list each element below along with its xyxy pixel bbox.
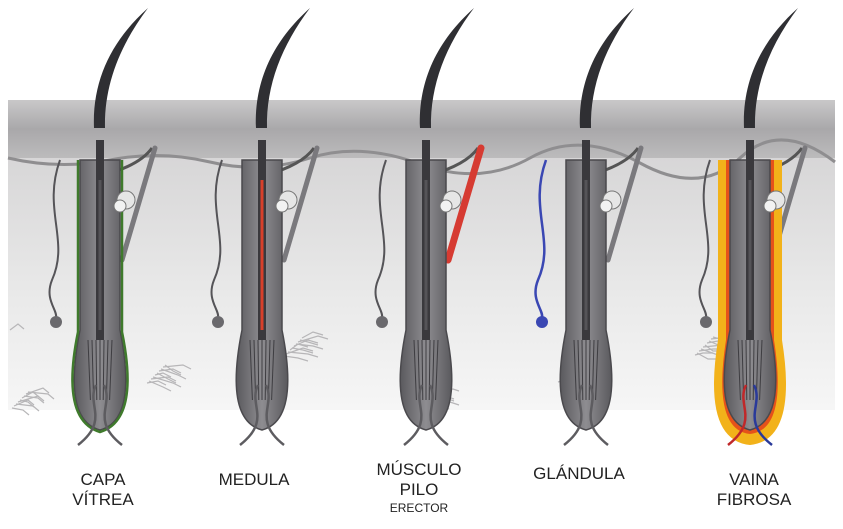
- medulla: [425, 180, 428, 330]
- sebaceous-gland: [764, 200, 776, 212]
- sweat-gland-coil: [536, 316, 548, 328]
- medulla: [261, 180, 264, 330]
- sweat-gland-coil: [700, 316, 712, 328]
- sweat-gland-coil: [50, 316, 62, 328]
- medulla: [99, 180, 102, 330]
- sebaceous-gland: [440, 200, 452, 212]
- sebaceous-gland: [276, 200, 288, 212]
- label-glandula: GLÁNDULA: [514, 464, 644, 484]
- label-medula: MEDULA: [189, 470, 319, 490]
- medulla: [585, 180, 588, 330]
- sweat-gland-coil: [376, 316, 388, 328]
- medulla: [749, 180, 752, 330]
- sebaceous-gland: [600, 200, 612, 212]
- sweat-gland-coil: [212, 316, 224, 328]
- sebaceous-gland: [114, 200, 126, 212]
